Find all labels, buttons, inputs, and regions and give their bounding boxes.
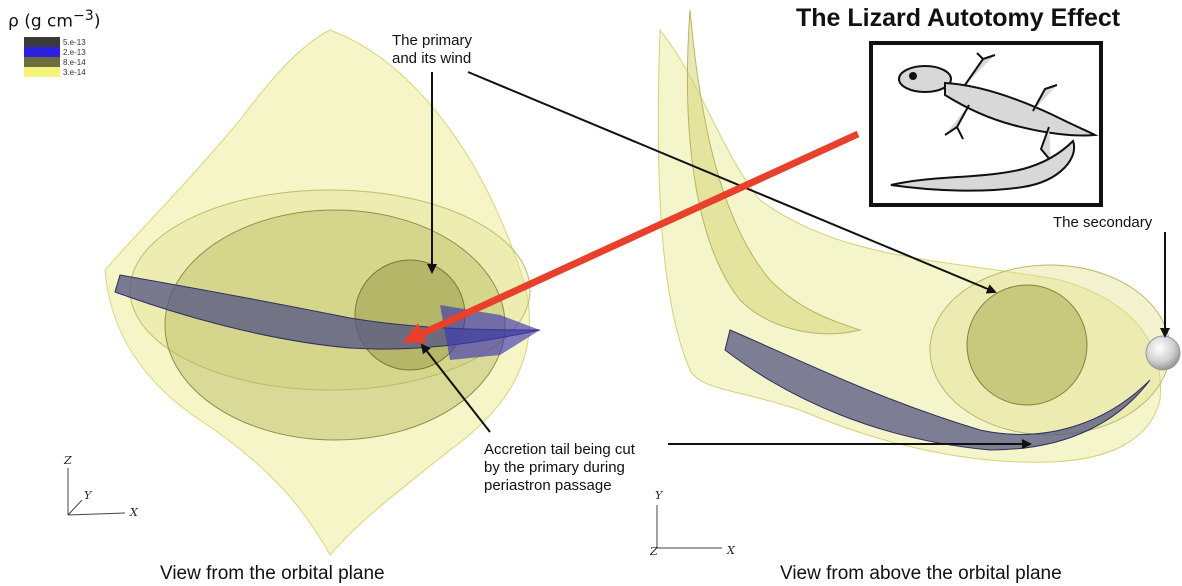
lizard-icon <box>873 45 1099 203</box>
colorbar-title: ρ (g cm−3) <box>8 8 100 32</box>
colorbar-label-2: 8.e-14 <box>63 58 86 67</box>
primary-wind-sphere-right <box>967 285 1087 405</box>
left-view <box>68 30 540 555</box>
density-exponent: −3 <box>73 8 94 24</box>
axis-right-z: Z <box>650 545 658 558</box>
axis-triad-right <box>657 505 722 548</box>
caption-right: View from above the orbital plane <box>780 563 1062 585</box>
colorbar-swatch-3 <box>24 67 60 77</box>
colorbar-swatch-2 <box>24 57 60 67</box>
lizard-illustration <box>869 41 1103 207</box>
colorbar-label-0: 5.e-13 <box>63 38 86 47</box>
primary-wind-label: The primary and its wind <box>392 32 472 68</box>
density-units: (g cm <box>24 12 73 32</box>
axis-left-z: Z <box>64 454 72 467</box>
colorbar-swatch-0 <box>24 37 60 47</box>
secondary-label: The secondary <box>1053 214 1152 232</box>
primary-wind-line-1: The primary <box>392 32 472 50</box>
colorbar-label-1: 2.e-13 <box>63 48 86 57</box>
density-units-close: ) <box>94 12 101 32</box>
axis-left-x: X <box>130 506 138 519</box>
axis-triad-left <box>68 468 125 515</box>
axis-right-y: Y <box>655 489 662 502</box>
figure-title: The Lizard Autotomy Effect <box>796 4 1120 33</box>
accretion-tail-line-3: periastron passage <box>484 477 635 495</box>
colorbar-label-3: 3.e-14 <box>63 68 86 77</box>
accretion-tail-label: Accretion tail being cut by the primary … <box>484 441 635 495</box>
axis-right-x: X <box>727 544 735 557</box>
accretion-tail-line-1: Accretion tail being cut <box>484 441 635 459</box>
accretion-tail-line-2: by the primary during <box>484 459 635 477</box>
axis-left-y: Y <box>84 489 91 502</box>
density-symbol: ρ <box>8 12 19 32</box>
primary-wind-line-2: and its wind <box>392 50 472 68</box>
colorbar-swatch-1 <box>24 47 60 57</box>
secondary-star <box>1146 336 1180 370</box>
caption-left: View from the orbital plane <box>160 563 385 585</box>
